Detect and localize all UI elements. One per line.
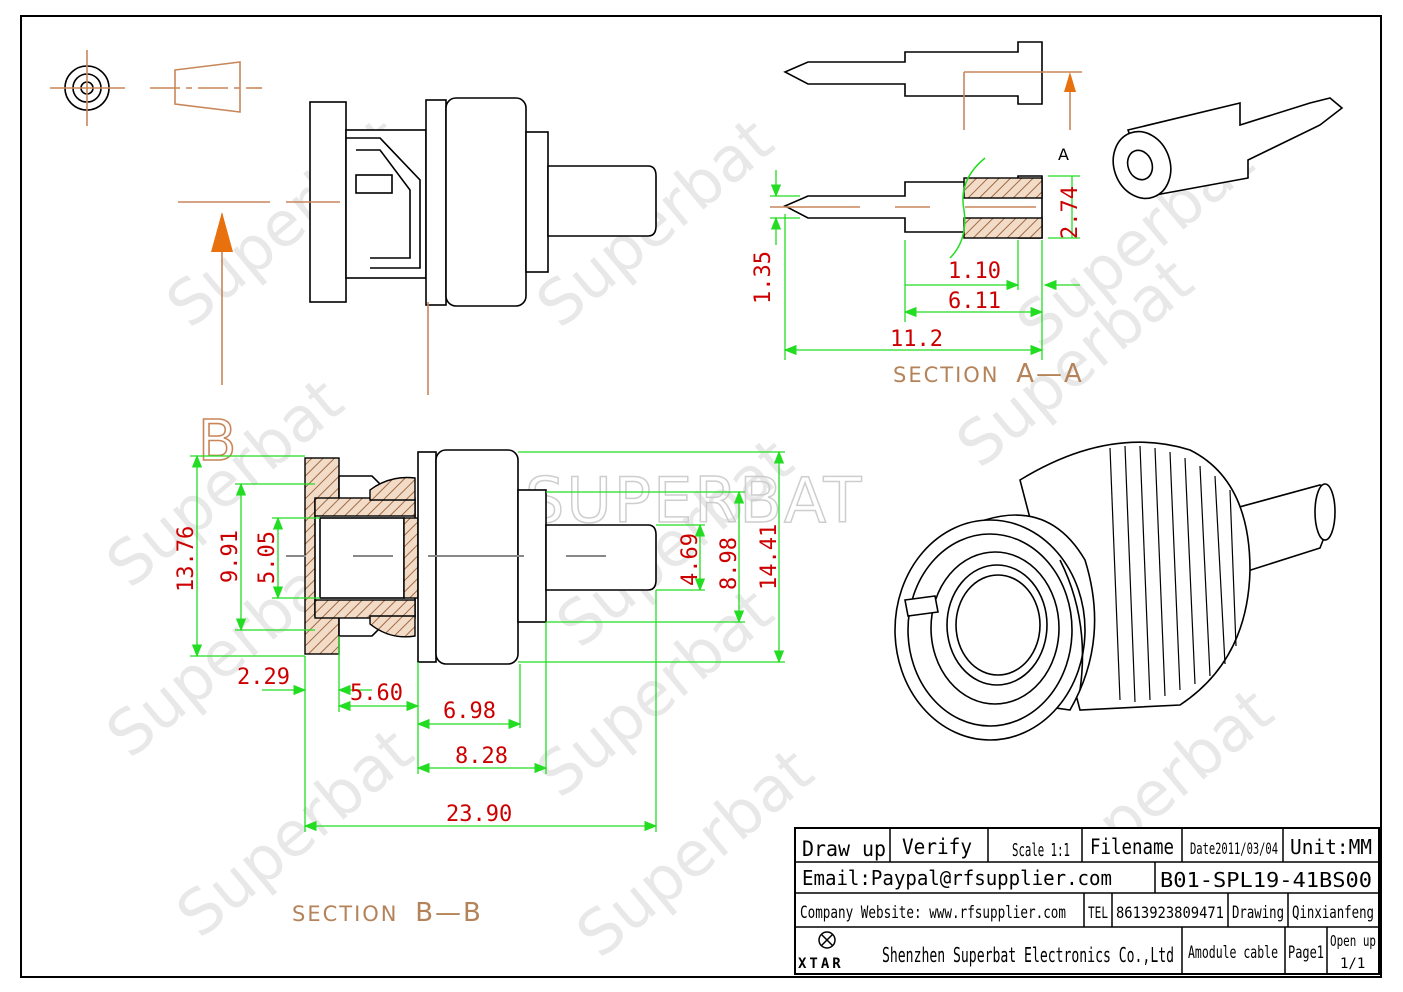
dimension-label: 5.60: [350, 681, 403, 706]
section-b-dimensions: 13.76 9.91 5.05 4.69 8.98 14.41 2.29 5.6…: [174, 450, 785, 928]
dimension-label: 11.2: [890, 327, 943, 352]
connector-3d-view: [894, 441, 1336, 741]
dimension-label: 1.10: [948, 259, 1001, 284]
section-a-dimensions: 2.74 1.35 1.10 6.11 11.2 SECTION A—A: [751, 170, 1084, 389]
dimension-label: 6.98: [443, 699, 496, 724]
cable-label: Amodule cable: [1188, 943, 1278, 963]
open-up-label: Open up: [1330, 932, 1376, 950]
section-b-word: SECTION: [292, 902, 399, 926]
company-name: Shenzhen Superbat Electronics Co.,Ltd: [882, 943, 1174, 967]
dimension-label: 8.98: [717, 537, 742, 590]
connector-side-view: B: [178, 97, 657, 475]
dimension-label: 8.28: [455, 744, 508, 769]
section-a-id: A—A: [1016, 359, 1084, 389]
dimension-label: 4.69: [678, 533, 703, 586]
email-label: Email:Paypal@rfsupplier.com: [802, 866, 1112, 890]
pin-3d-view: [1112, 97, 1344, 200]
part-number: B01-SPL19-41BS00: [1160, 868, 1372, 892]
marker-a: A: [1058, 145, 1069, 164]
page-label: Page1: [1288, 943, 1324, 963]
section-a-title: SECTION A—A: [893, 359, 1084, 389]
xtar-logo: XTAR: [798, 931, 844, 972]
dimension-label: 13.76: [174, 526, 199, 592]
dimension-label: 14.41: [757, 524, 782, 590]
drawing-frame: [20, 15, 1382, 978]
tel-number: 8613923809471: [1116, 903, 1224, 922]
open-up-count: 1/1: [1340, 956, 1365, 972]
projection-symbol: [50, 50, 262, 126]
scale-label: Scale 1:1: [1012, 840, 1070, 861]
tel-label: TEL: [1088, 903, 1108, 922]
section-b-view: [286, 449, 657, 665]
dimension-label: 5.05: [255, 531, 280, 584]
logo-text: XTAR: [798, 956, 844, 972]
section-a-word: SECTION: [893, 363, 1000, 387]
marker-b: B: [198, 409, 236, 474]
date-label: Date2011/03/04: [1190, 839, 1278, 858]
draw-up-label: Draw up: [802, 837, 886, 861]
drawer-name: Qinxianfeng: [1292, 903, 1374, 923]
drawing-label: Drawing: [1232, 903, 1284, 923]
dimension-label: 9.91: [218, 530, 243, 583]
dimension-label: 2.29: [237, 665, 290, 690]
title-block: Draw up Verify Scale 1:1 Filename Date20…: [794, 827, 1380, 975]
section-a-pin: A: [770, 41, 1344, 259]
dimension-label: 1.35: [751, 251, 776, 304]
filename-label: Filename: [1090, 835, 1174, 859]
dimension-label: 23.90: [446, 802, 512, 827]
section-b-id: B—B: [415, 898, 483, 928]
dimension-label: 2.74: [1058, 186, 1083, 239]
unit-label: Unit:MM: [1290, 835, 1372, 859]
dimension-label: 6.11: [948, 289, 1001, 314]
verify-label: Verify: [902, 835, 972, 859]
section-b-title: SECTION B—B: [292, 898, 483, 928]
website-label: Company Website: www.rfsupplier.com: [800, 903, 1066, 923]
